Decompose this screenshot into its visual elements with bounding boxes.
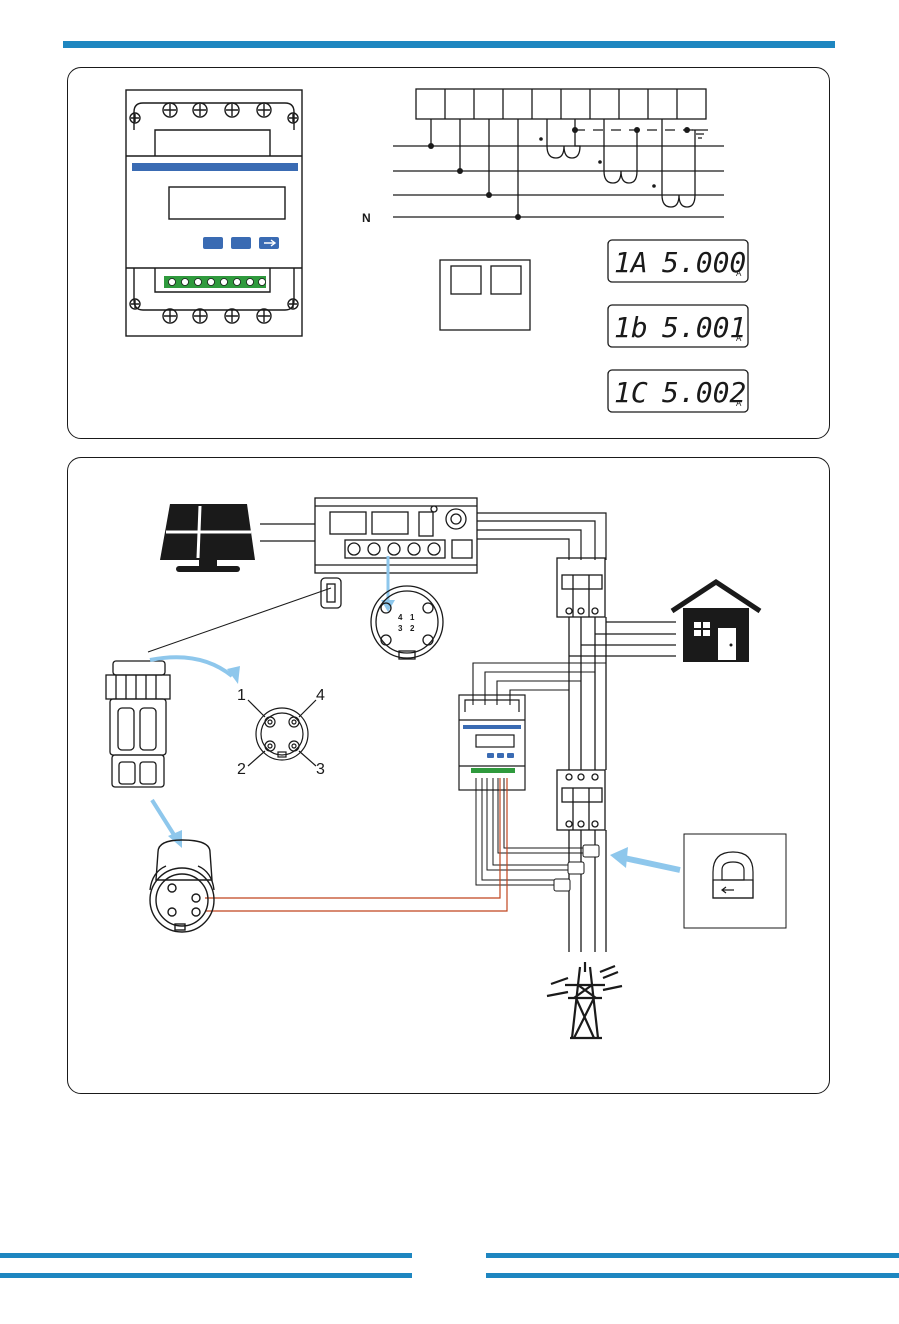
pin-label-3: 3: [316, 761, 325, 778]
solar-panel-icon: [160, 504, 255, 572]
round-connector-icon: [150, 840, 214, 932]
house-icon: [672, 582, 760, 662]
svg-text:2: 2: [410, 624, 415, 633]
svg-text:4: 4: [398, 613, 403, 622]
com-plug-icon: [321, 578, 341, 608]
pin-label-2: 2: [237, 761, 246, 778]
svg-text:3: 3: [398, 624, 403, 633]
svg-text:1: 1: [410, 613, 415, 622]
transmission-tower-icon: [547, 962, 622, 1038]
energy-meter-small: [459, 695, 525, 790]
ct-detail-box: [684, 834, 786, 928]
ac-output-wires: [477, 513, 606, 560]
pinout-diagram: [248, 700, 316, 766]
connector-face-icon: [371, 586, 443, 659]
inverter-icon: [315, 498, 477, 573]
connector-icon: [106, 661, 170, 787]
circuit-breaker-icon-lower: [557, 770, 605, 830]
main-bus-lines: [569, 617, 676, 952]
ct-data-wires: [205, 778, 507, 911]
circuit-breaker-icon: [557, 558, 605, 617]
pin-label-1: 1: [237, 687, 246, 704]
pin-label-4: 4: [316, 687, 325, 704]
ct-clamp-on-line: [554, 845, 599, 891]
